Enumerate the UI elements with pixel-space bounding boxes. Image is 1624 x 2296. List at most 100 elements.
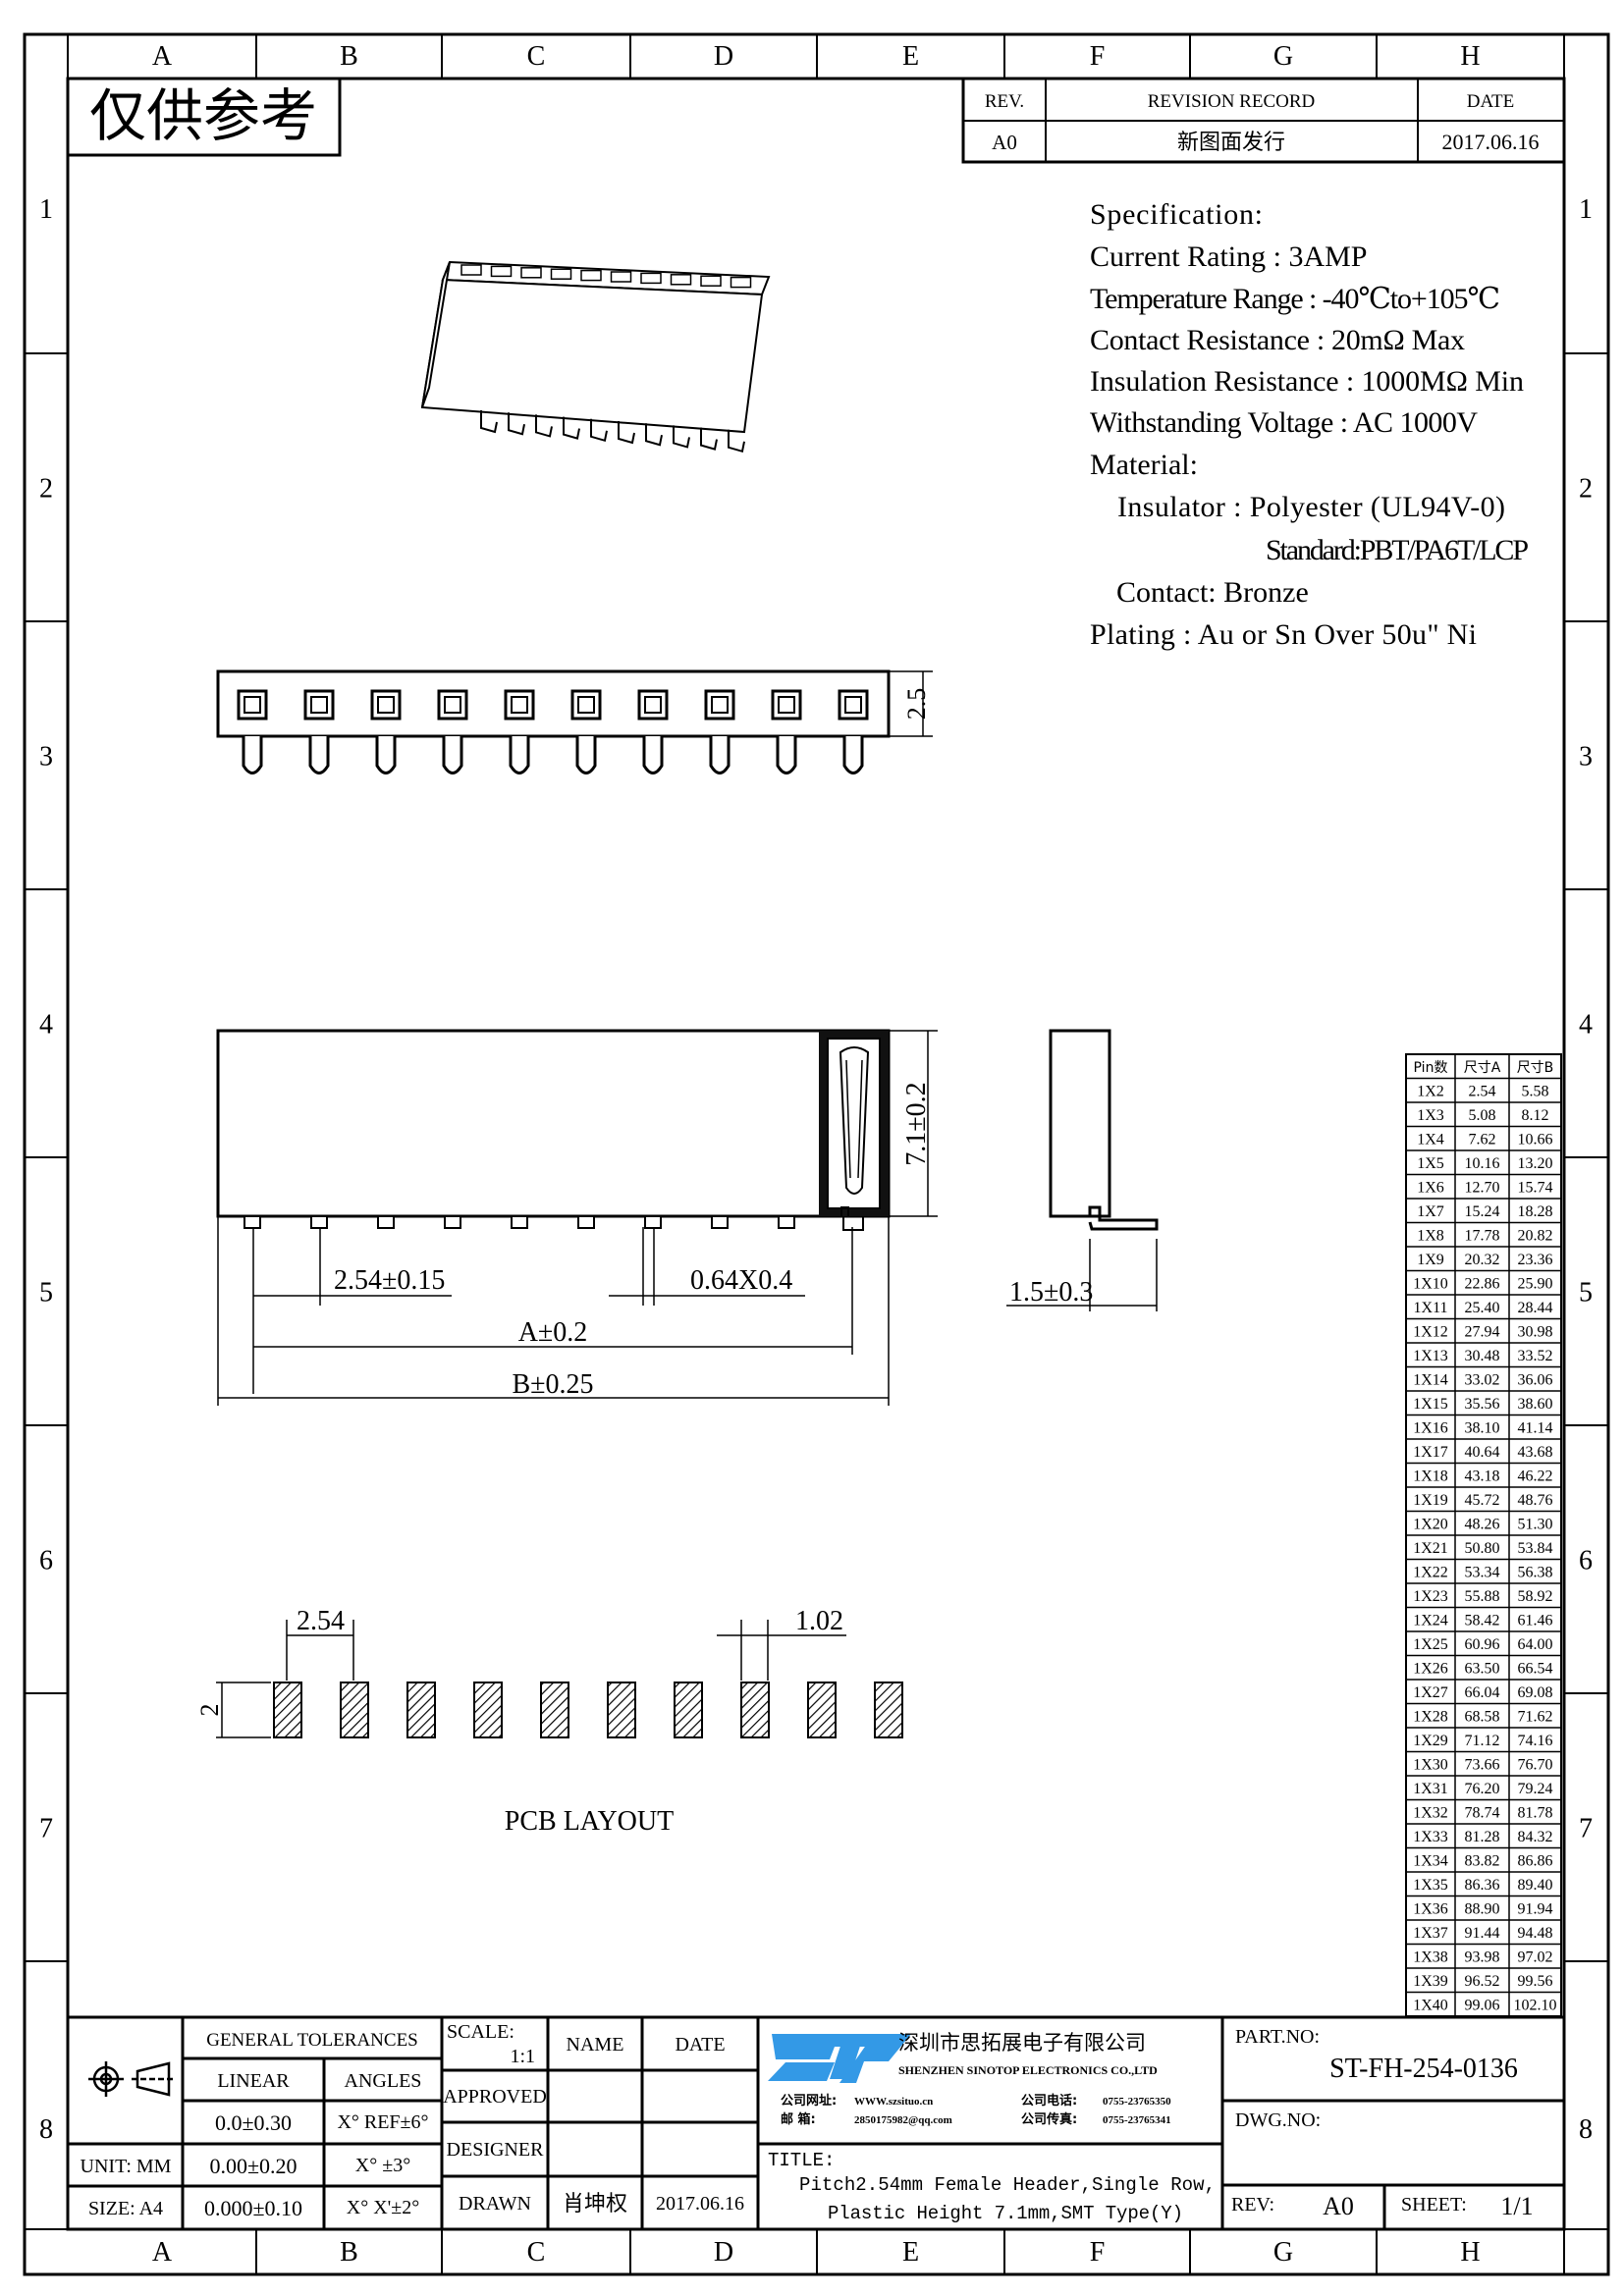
pin-table-cell: 10.66 (1518, 1132, 1553, 1148)
contact-pin (776, 736, 797, 774)
pin-table-cell: 1X8 (1417, 1228, 1444, 1245)
pcb-pad (473, 1682, 503, 1738)
pin-table-cell: 84.32 (1518, 1829, 1553, 1845)
pcb-pad (740, 1682, 770, 1738)
revision-table: REV. REVISION RECORD DATE A0 新图面发行 2017.… (961, 77, 1566, 164)
iso-pin (645, 423, 663, 447)
pin-table-cell: 88.90 (1465, 1901, 1500, 1918)
pin-table-cell: 1X2 (1417, 1084, 1444, 1100)
front-pin (778, 1215, 795, 1229)
pin-table-cell: 18.28 (1518, 1203, 1553, 1220)
row-label: 4 (39, 1010, 53, 1041)
column-label: A (152, 2237, 173, 2268)
column-label: B (340, 2237, 358, 2268)
front-view: 7.1±0.2 2.54±0.15 0.64X0.4 A±0.2 B±0.25 (216, 1029, 938, 1406)
pin-table-cell: 93.98 (1465, 1949, 1500, 1966)
unit-label: UNIT: MM (81, 2156, 172, 2177)
pin-table-header: 尺寸A (1464, 1060, 1501, 1076)
part-no: ST-FH-254-0136 (1329, 2054, 1518, 2084)
pin-table-cell: 15.74 (1518, 1180, 1553, 1197)
iso-pin (563, 416, 580, 440)
iso-pin (508, 412, 525, 436)
pin-table-cell: 79.24 (1518, 1781, 1553, 1797)
pin-table-cell: 30.98 (1518, 1324, 1553, 1341)
rev-value: A0 (1323, 2192, 1354, 2220)
top-height-dim: 2.5 (902, 688, 931, 721)
pin-table-cell: 60.96 (1465, 1636, 1500, 1653)
front-pin (644, 1215, 662, 1229)
pin-table-cell: 1X6 (1417, 1180, 1444, 1197)
pin-table-cell: 64.00 (1518, 1636, 1553, 1653)
iso-slot (580, 269, 602, 282)
pin-table-cell: 1X28 (1413, 1709, 1448, 1726)
pin-table-cell: 1X30 (1413, 1757, 1448, 1774)
spec-line: Current Rating : 3AMP (1090, 240, 1368, 273)
pcb-pad (340, 1682, 369, 1738)
company-logo (768, 2034, 911, 2083)
contact-pin (575, 736, 597, 774)
front-pin (840, 1206, 864, 1231)
sheet-label: SHEET: (1401, 2194, 1467, 2216)
pin-table-cell: 1X18 (1413, 1468, 1448, 1485)
row-label: 7 (1579, 1814, 1593, 1844)
front-pin (577, 1215, 595, 1229)
pin-table-cell: 66.04 (1465, 1684, 1500, 1701)
iso-pin (728, 429, 745, 454)
pin-table-cell: 1X17 (1413, 1444, 1448, 1461)
general-tolerances-label: GENERAL TOLERANCES (206, 2030, 418, 2051)
spec-title: Specification: (1090, 198, 1263, 231)
row-label: 5 (39, 1278, 53, 1308)
pin-table-cell: 35.56 (1465, 1396, 1500, 1413)
contact-pin (842, 736, 864, 774)
pin-table-cell: 94.48 (1518, 1925, 1553, 1942)
angles-label: ANGLES (345, 2070, 422, 2092)
email-label: 邮 箱: (781, 2111, 816, 2127)
pin-table-cell: 53.34 (1465, 1565, 1500, 1581)
pin-table-header: 尺寸B (1517, 1060, 1554, 1076)
pin-table-cell: 7.62 (1469, 1132, 1496, 1148)
drawn-label: DRAWN (459, 2193, 531, 2215)
pin-table-cell: 46.22 (1518, 1468, 1553, 1485)
column-label: E (902, 2237, 919, 2268)
pin-table-cell: 81.78 (1518, 1805, 1553, 1822)
title-line-2: Plastic Height 7.1mm,SMT Type(Y) (828, 2203, 1183, 2224)
contact-inner (377, 696, 395, 714)
pin-table-cell: 1X19 (1413, 1492, 1448, 1509)
pin-table-cell: 25.40 (1465, 1300, 1500, 1316)
sheet-value: 1/1 (1500, 2192, 1533, 2220)
contact-inner (644, 696, 662, 714)
pin-table-cell: 17.78 (1465, 1228, 1500, 1245)
pin-table-cell: 1X29 (1413, 1733, 1448, 1749)
watermark-text: 仅供参考 (89, 82, 317, 149)
iso-slot (610, 271, 632, 283)
contact-outer (237, 689, 268, 721)
pin-table-cell: 12.70 (1465, 1180, 1500, 1197)
pin-table-cell: 43.68 (1518, 1444, 1553, 1461)
iso-slot (550, 268, 572, 280)
iso-pin (480, 410, 498, 434)
row-label: 2 (1579, 474, 1593, 505)
pin-table-cell: 10.16 (1465, 1155, 1500, 1172)
pin-table-cell: 1X9 (1417, 1252, 1444, 1268)
pin-table-cell: 1X21 (1413, 1540, 1448, 1557)
pcb-pad (607, 1682, 636, 1738)
pin-table-cell: 13.20 (1518, 1155, 1553, 1172)
pin-table-cell: 33.02 (1465, 1372, 1500, 1389)
row-label: 2 (39, 474, 53, 505)
row-label: 8 (1579, 2114, 1593, 2145)
pin-table-cell: 78.74 (1465, 1805, 1500, 1822)
scale-value: 1:1 (510, 2046, 535, 2067)
iso-slot (460, 264, 482, 276)
iso-pin (700, 427, 718, 451)
spec-line: Insulator : Polyester (UL94V-0) (1117, 491, 1505, 523)
iso-slot (700, 275, 722, 287)
pin-table-cell: 23.36 (1518, 1252, 1553, 1268)
pcb-pad (674, 1682, 703, 1738)
pcb-pad (406, 1682, 436, 1738)
pin-table-cell: 71.12 (1465, 1733, 1500, 1749)
part-no-label: PART.NO: (1235, 2026, 1320, 2048)
pin-table-cell: 8.12 (1522, 1107, 1549, 1124)
front-pin (511, 1215, 528, 1229)
front-pin (244, 1215, 261, 1229)
